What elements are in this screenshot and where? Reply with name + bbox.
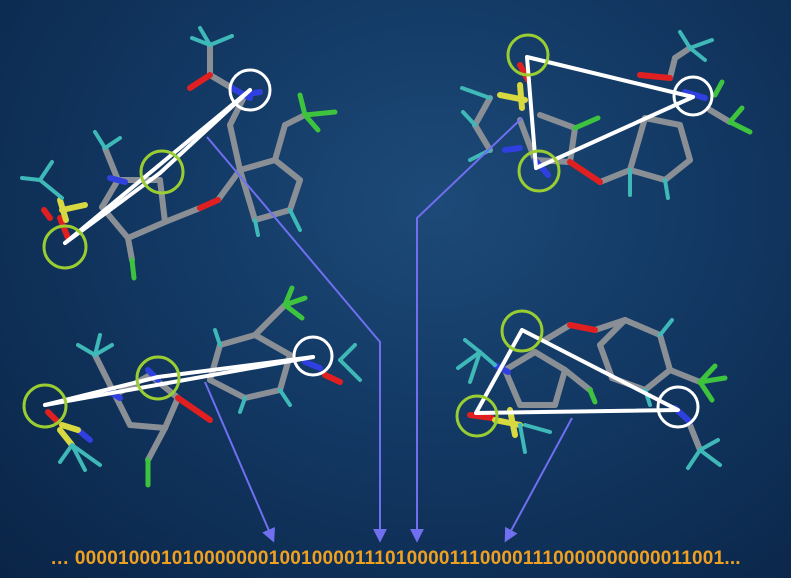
arrow-from-top-right — [410, 117, 523, 543]
ring-marker-green — [22, 383, 68, 429]
pharmacophore-triangle — [525, 55, 695, 170]
arrow-from-bottom-left — [204, 381, 276, 543]
ring-marker-green — [455, 394, 499, 438]
conformer-bottom-right — [455, 309, 728, 470]
conformer-top-right — [460, 30, 753, 200]
ring-marker-green — [517, 149, 561, 193]
pharmacophore-triangle — [63, 88, 252, 245]
fingerprint-bitstring: … 00001000101000000010010000111010000111… — [50, 548, 741, 569]
arrow-from-top-left — [206, 136, 387, 543]
ring-marker-green — [139, 149, 185, 195]
mapping-arrows — [204, 117, 573, 543]
ring-marker-green — [500, 309, 544, 353]
ring-marker-green — [42, 224, 88, 270]
conformer-bottom-left — [22, 285, 362, 488]
ring-marker-white — [656, 385, 700, 429]
ring-marker-white — [228, 68, 272, 112]
ring-marker-white — [672, 75, 714, 117]
ring-marker-white — [292, 335, 334, 377]
ring-marker-green — [135, 355, 181, 401]
ring-marker-green — [506, 33, 550, 77]
pharmacophore-triangle — [474, 328, 680, 415]
conformer-top-left — [20, 26, 338, 281]
arrow-from-bottom-right — [504, 417, 573, 543]
